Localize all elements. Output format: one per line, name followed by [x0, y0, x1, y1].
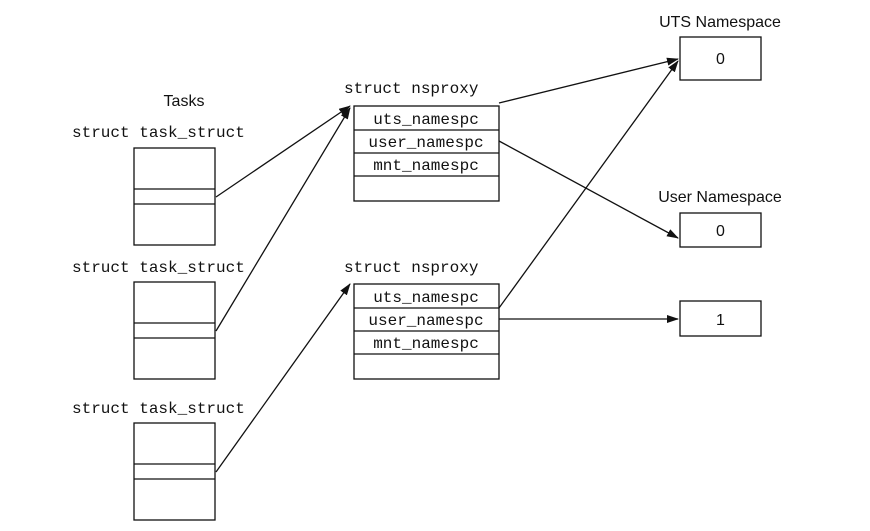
nsproxy-field-uts: uts_namespc: [373, 111, 479, 129]
nsproxy-2: struct nsproxy uts_namespc user_namespc …: [344, 259, 500, 380]
nsproxy-label: struct nsproxy: [344, 80, 479, 98]
uts-namespace-heading: UTS Namespace: [659, 14, 781, 31]
arrow-task3-to-nsproxy2: [215, 283, 351, 473]
namespace-value: 0: [716, 223, 725, 240]
user-namespace-0: 0: [679, 212, 762, 248]
arrow-task1-to-nsproxy1: [215, 105, 351, 198]
nsproxy-1: struct nsproxy uts_namespc user_namespc …: [344, 80, 500, 202]
nsproxy-field-mnt: mnt_namespc: [373, 335, 479, 353]
namespace-box: [679, 36, 762, 81]
task-struct-2: struct task_struct: [72, 259, 245, 380]
user-namespace-heading: User Namespace: [658, 189, 782, 206]
task-struct-label: struct task_struct: [72, 400, 245, 418]
task-struct-box: [133, 147, 216, 246]
namespace-value: 0: [716, 51, 725, 68]
namespace-box: [679, 300, 762, 337]
arrow-nsproxy1-user: [498, 140, 679, 239]
user-namespace-1: 1: [679, 300, 762, 337]
task-struct-box: [133, 281, 216, 380]
arrow-task2-to-nsproxy1: [215, 107, 351, 332]
namespace-value: 1: [716, 312, 725, 329]
nsproxy-field-user: user_namespc: [368, 134, 483, 152]
namespace-box: [679, 212, 762, 248]
arrow-nsproxy1-uts: [498, 57, 679, 104]
arrow-nsproxy2-uts: [498, 60, 679, 309]
task-struct-3: struct task_struct: [72, 400, 245, 521]
task-struct-box: [133, 422, 216, 521]
task-struct-1: struct task_struct: [72, 124, 245, 246]
nsproxy-field-user: user_namespc: [368, 312, 483, 330]
nsproxy-label: struct nsproxy: [344, 259, 479, 277]
task-struct-label: struct task_struct: [72, 124, 245, 142]
task-struct-label: struct task_struct: [72, 259, 245, 277]
nsproxy-field-uts: uts_namespc: [373, 289, 479, 307]
tasks-heading: Tasks: [164, 93, 205, 110]
nsproxy-field-mnt: mnt_namespc: [373, 157, 479, 175]
uts-namespace-0: 0: [679, 36, 762, 81]
